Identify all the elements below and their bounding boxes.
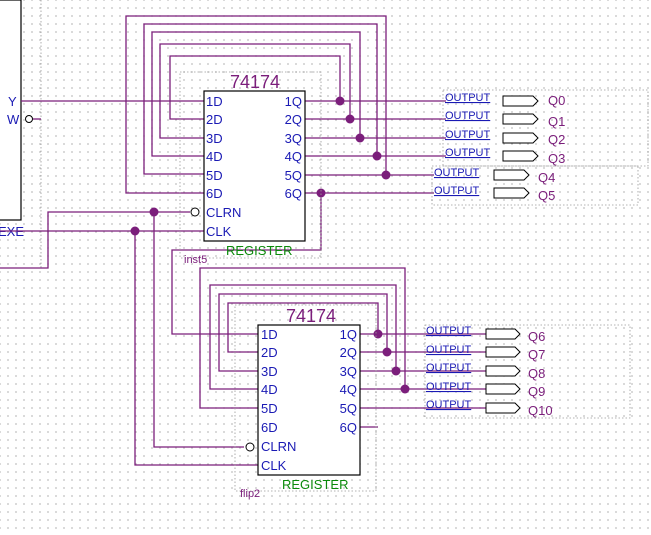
chip2-pin-3q: 3Q [340,364,357,379]
q6-label: Q6 [528,329,545,344]
svg-text:OUTPUT: OUTPUT [434,185,480,197]
svg-text:OUTPUT: OUTPUT [426,399,472,411]
chip1-pin-4q: 4Q [285,149,302,164]
svg-text:OUTPUT: OUTPUT [426,325,472,337]
chip1-pin-2d: 2D [206,112,223,127]
chip1-name: 74174 [230,72,280,92]
chip2-pin-6d: 6D [261,420,278,435]
output-pin-group-2 [424,324,631,419]
chip1-pin-5q: 5Q [285,168,302,183]
output-pin-q6[interactable]: OUTPUT Q6 [426,325,545,344]
chip2-pin-5d: 5D [261,401,278,416]
chip2-pin-4q: 4Q [340,382,357,397]
chip1-pin-6q: 6Q [285,186,302,201]
w-inverter-bubble [25,115,33,123]
output-pin-q5[interactable]: OUTPUT Q5 [434,185,555,203]
output-pin-q4[interactable]: OUTPUT Q4 [434,167,555,185]
q10-label: Q10 [528,403,553,418]
chip2-pin-2d: 2D [261,345,278,360]
wires [0,15,486,466]
chip2-pin-6q: 6Q [340,420,357,435]
loop-q1-2d [169,55,341,120]
chip1-pin-3q: 3Q [285,131,302,146]
output-pin-q7[interactable]: OUTPUT Q7 [426,344,545,362]
wire-exe-clk [0,230,258,466]
loop2-q4-5d [199,267,406,409]
signal-y: Y [8,94,17,109]
q5-label: Q5 [538,188,555,203]
chip2-pin-4d: 4D [261,382,278,397]
left-block[interactable] [0,0,42,268]
chip1-pin-clk: CLK [206,224,232,239]
chip1-pin-1q: 1Q [285,94,302,109]
output-pin-group-1 [431,89,649,206]
loop-q5-6d [125,15,387,194]
chip1-pin-clrn: CLRN [206,205,241,220]
chip2-pin-5q: 5Q [340,401,357,416]
output-pin-q10[interactable]: OUTPUT Q10 [426,399,553,418]
svg-text:OUTPUT: OUTPUT [434,167,480,179]
chip2-pin-1q: 1Q [340,327,357,342]
register-chip-1[interactable]: 74174 1D 2D 3D 4D 5D 6D CLRN CLK 1Q 2Q 3… [179,71,322,266]
output-pin-q3[interactable]: OUTPUT Q3 [445,147,565,166]
svg-text:OUTPUT: OUTPUT [445,110,491,122]
svg-text:OUTPUT: OUTPUT [445,92,491,104]
chip2-pin-3d: 3D [261,364,278,379]
chip2-name: 74174 [286,306,336,326]
output-pin-q2[interactable]: OUTPUT Q2 [445,129,565,147]
q3-label: Q3 [548,151,565,166]
svg-text:OUTPUT: OUTPUT [445,129,491,141]
svg-text:OUTPUT: OUTPUT [426,381,472,393]
svg-text:OUTPUT: OUTPUT [426,344,472,356]
q1-label: Q1 [548,114,565,129]
q9-label: Q9 [528,384,545,399]
q0-label: Q0 [548,93,565,108]
output-pin-q0[interactable]: OUTPUT Q0 [445,92,565,108]
loop2-q3-4d [209,284,397,390]
chip2-instance: flip2 [240,488,260,500]
svg-text:OUTPUT: OUTPUT [445,147,491,159]
chip1-pin-4d: 4D [206,149,223,164]
chip1-type-label: REGISTER [226,243,292,258]
loop-q2-3d [159,43,351,139]
chip1-pin-6d: 6D [206,186,223,201]
wire-clrn [0,211,244,448]
output-pin-q9[interactable]: OUTPUT Q9 [426,381,545,399]
chip1-clrn-bubble [190,207,200,217]
chip1-instance: inst5 [184,254,207,266]
chip1-pin-1d: 1D [206,94,223,109]
chip1-pin-3d: 3D [206,131,223,146]
register-chip-2[interactable]: 74174 1D 2D 3D 4D 5D 6D CLRN CLK 1Q 2Q 3… [234,304,377,500]
chip2-clrn-bubble [245,442,255,452]
svg-text:OUTPUT: OUTPUT [426,362,472,374]
output-pin-q8[interactable]: OUTPUT Q8 [426,362,545,381]
q7-label: Q7 [528,347,545,362]
chip2-pin-clrn: CLRN [261,439,296,454]
loop-q3-4d [151,31,361,157]
signal-w: W [7,112,20,127]
chip2-pin-clk: CLK [261,458,287,473]
chip2-type-label: REGISTER [282,477,348,492]
output-pin-q1[interactable]: OUTPUT Q1 [445,110,565,129]
chip1-pin-5d: 5D [206,168,223,183]
chip1-pin-2q: 2Q [285,112,302,127]
loop-q4-5d [143,23,378,175]
q8-label: Q8 [528,366,545,381]
q2-label: Q2 [548,132,565,147]
q4-label: Q4 [538,170,555,185]
chip2-pin-1d: 1D [261,327,278,342]
chip2-pin-2q: 2Q [340,345,357,360]
